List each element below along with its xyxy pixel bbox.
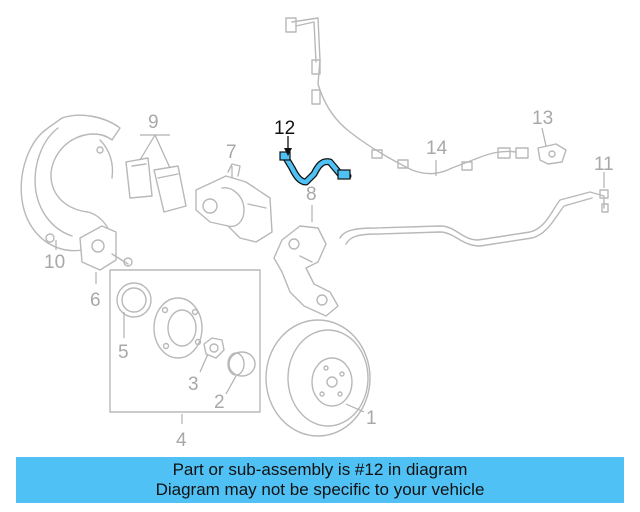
part-4-hub[interactable]: [153, 297, 203, 359]
parts-diagram: 1 2 3 4 5 6 7 8 9 10 11 12 13 14: [20, 17, 614, 451]
part-12-brake-hose[interactable]: [279, 151, 352, 186]
part-7-caliper[interactable]: [195, 163, 273, 243]
callout-4: 4: [176, 430, 187, 451]
callout-11: 11: [594, 154, 614, 175]
part-4-assembly-box: [109, 269, 261, 413]
callout-2: 2: [214, 392, 225, 413]
part-6-knuckle[interactable]: [79, 225, 133, 271]
part-10-splash-shield[interactable]: [20, 114, 121, 252]
callout-14: 14: [426, 138, 448, 159]
part-14-sensor-wire[interactable]: [285, 17, 529, 175]
banner-line-2: Diagram may not be specific to your vehi…: [155, 480, 485, 499]
part-11-brake-line[interactable]: [339, 189, 609, 247]
callout-1: 1: [366, 408, 377, 429]
part-info-banner: Part or sub-assembly is #12 in diagram D…: [16, 457, 624, 503]
part-5-abs-ring[interactable]: [116, 282, 152, 318]
callout-5: 5: [118, 342, 129, 363]
part-3-nut[interactable]: [203, 337, 225, 359]
banner-line-1: Part or sub-assembly is #12 in diagram: [172, 460, 468, 479]
part-2-bearing[interactable]: [227, 351, 256, 377]
callout-10: 10: [44, 252, 65, 273]
callout-8: 8: [306, 184, 317, 205]
part-9-brake-pads[interactable]: [125, 157, 187, 213]
part-8-caliper-bracket[interactable]: [273, 225, 339, 317]
callout-9: 9: [148, 112, 159, 133]
callout-7: 7: [226, 142, 237, 163]
callout-6: 6: [90, 290, 101, 311]
part-1-rotor[interactable]: [265, 319, 371, 437]
callout-3: 3: [188, 374, 199, 395]
callout-12[interactable]: 12: [274, 118, 295, 139]
callout-13: 13: [532, 108, 553, 129]
part-13-abs-sensor[interactable]: [537, 143, 567, 165]
